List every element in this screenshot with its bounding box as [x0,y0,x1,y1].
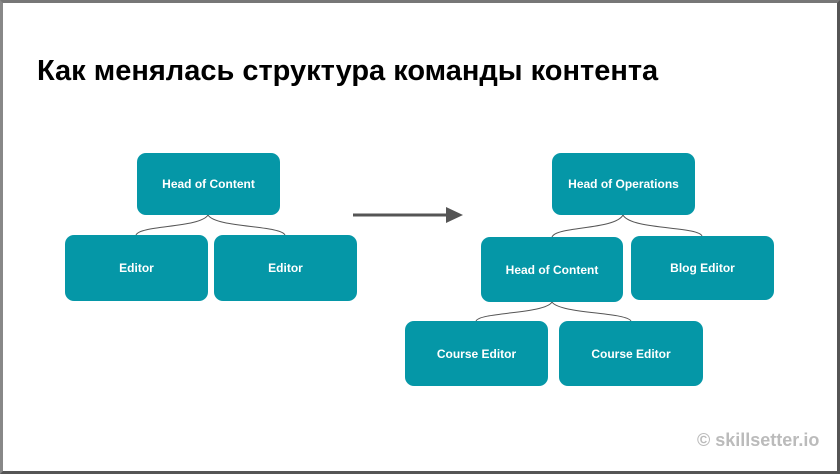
connector [622,214,703,237]
slide-title: Как менялась структура команды контента [37,55,659,87]
connector [475,301,553,322]
node-head-of-operations: Head of Operations [552,153,695,215]
node-head-of-content-after: Head of Content [481,237,623,302]
watermark: © skillsetter.io [697,430,820,450]
node-course-editor: Course Editor [405,321,548,386]
connector [551,301,632,322]
connector [135,214,209,236]
connector [551,214,624,238]
node-editor: Editor [214,235,357,301]
arrow-icon [353,207,463,223]
node-blog-editor: Blog Editor [631,236,774,300]
node-head-of-content-before: Head of Content [137,153,280,215]
node-editor: Editor [65,235,208,301]
connector [207,214,286,236]
node-course-editor: Course Editor [559,321,703,386]
